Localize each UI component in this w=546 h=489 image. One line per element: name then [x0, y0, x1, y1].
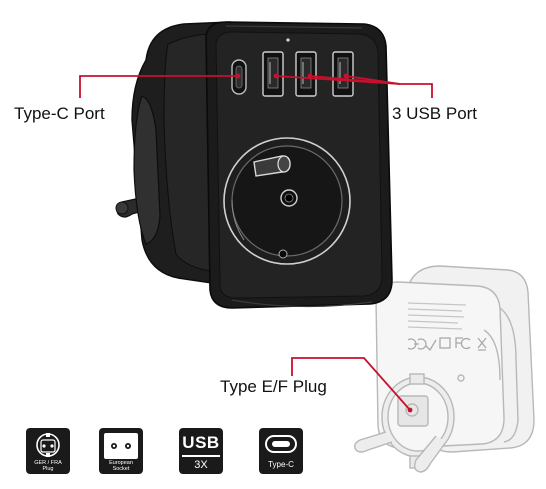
- usb-a-port-3: [332, 51, 354, 97]
- ger-fra-plug-icon: [36, 433, 60, 457]
- usb-badge-count: 3X: [194, 459, 208, 471]
- type-c-badge: Type-C: [259, 428, 303, 474]
- french-socket: [223, 137, 351, 265]
- european-line2: Socket: [112, 466, 130, 472]
- european-socket-icon: [104, 433, 138, 459]
- certification-marks: [407, 337, 487, 352]
- usb-port-label: 3 USB Port: [392, 104, 478, 123]
- type-c-callout-line: [79, 75, 238, 98]
- usb-a-port-2: [295, 51, 317, 97]
- plug-type-label: Type E/F Plug: [220, 377, 327, 396]
- usb-a-port-1: [262, 51, 284, 97]
- type-c-port-label: Type-C Port: [14, 104, 105, 123]
- ger-fra-line1: GER / FRA: [34, 460, 62, 466]
- european-line1: European: [109, 460, 133, 466]
- european-socket-badge: European Socket: [99, 428, 143, 474]
- usb-badge-divider: [182, 455, 220, 457]
- adapter-front-view: [115, 21, 393, 309]
- usb-badge: USB 3X: [179, 428, 223, 474]
- type-c-caption: Type-C: [268, 460, 294, 469]
- type-c-icon: [265, 435, 297, 453]
- callout-lines: [79, 73, 433, 413]
- earth-pin: [253, 155, 291, 177]
- ger-fra-line2: Plug: [42, 466, 54, 472]
- usb-badge-title: USB: [182, 433, 220, 452]
- socket-hole: [278, 249, 288, 259]
- plug-callout-line: [291, 357, 411, 411]
- socket-hole: [280, 189, 298, 207]
- usb-callout-line: [400, 83, 433, 98]
- ger-fra-plug-badge: GER / FRA Plug: [26, 428, 70, 474]
